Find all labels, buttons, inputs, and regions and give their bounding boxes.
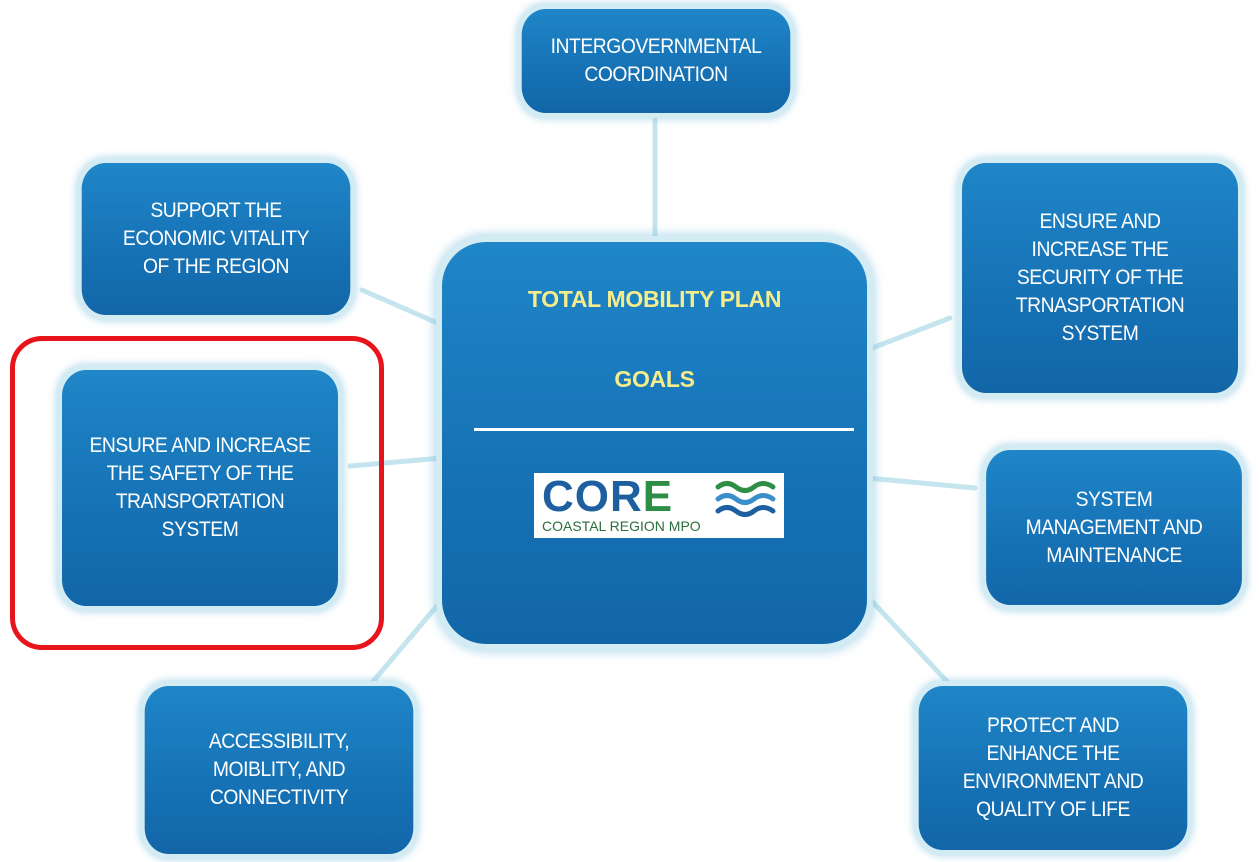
center-title: TOTAL MOBILITY PLAN bbox=[527, 286, 782, 312]
goal-box-intergovernmental: INTERGOVERNMENTAL COORDINATION bbox=[521, 9, 791, 113]
goal-box-environment: PROTECT AND ENHANCE THE ENVIRONMENT AND … bbox=[918, 686, 1188, 850]
connector-system-management bbox=[864, 475, 978, 491]
center-divider bbox=[474, 428, 854, 431]
logo-word-accent: E bbox=[642, 472, 674, 521]
logo-word-main: COR bbox=[542, 472, 643, 521]
connector-accessibility bbox=[367, 597, 445, 688]
logo-wordmark: CORE bbox=[542, 474, 673, 520]
connector-economic bbox=[359, 287, 445, 328]
connector-environment bbox=[864, 593, 958, 693]
logo-word-text: CORE bbox=[542, 472, 673, 521]
connector-security bbox=[864, 315, 953, 353]
goal-box-accessibility: ACCESSIBILITY, MOIBLITY, AND CONNECTIVIT… bbox=[144, 686, 414, 854]
wave-icon bbox=[715, 481, 776, 517]
core-mpo-logo: CORE COASTAL REGION MPO bbox=[534, 473, 784, 538]
logo-subtitle: COASTAL REGION MPO bbox=[542, 518, 701, 534]
goal-box-safety: ENSURE AND INCREASE THE SAFETY OF THE TR… bbox=[62, 370, 338, 606]
goal-box-security: ENSURE AND INCREASE THE SECURITY OF THE … bbox=[962, 163, 1238, 393]
highlight-box-safety bbox=[10, 336, 384, 650]
goal-label-environment: PROTECT AND ENHANCE THE ENVIRONMENT AND … bbox=[962, 714, 1144, 821]
connector-safety bbox=[347, 455, 445, 469]
goal-label-system-management: SYSTEM MANAGEMENT AND MAINTENANCE bbox=[1025, 487, 1203, 567]
goal-label-security: ENSURE AND INCREASE THE SECURITY OF THE … bbox=[1015, 210, 1185, 345]
center-subtitle-goals: GOALS bbox=[614, 366, 695, 392]
goal-label-safety: ENSURE AND INCREASE THE SAFETY OF THE TR… bbox=[89, 434, 311, 541]
goal-label-accessibility: ACCESSIBILITY, MOIBLITY, AND CONNECTIVIT… bbox=[208, 730, 350, 809]
center-box-total-mobility-plan: TOTAL MOBILITY PLAN GOALS CORE COASTAL R… bbox=[442, 242, 867, 644]
goal-box-system-management: SYSTEM MANAGEMENT AND MAINTENANCE bbox=[986, 450, 1242, 605]
goal-label-intergovernmental: INTERGOVERNMENTAL COORDINATION bbox=[550, 35, 762, 86]
goal-label-economic: SUPPORT THE ECONOMIC VITALITY OF THE REG… bbox=[122, 199, 310, 278]
goal-box-economic: SUPPORT THE ECONOMIC VITALITY OF THE REG… bbox=[81, 163, 351, 315]
